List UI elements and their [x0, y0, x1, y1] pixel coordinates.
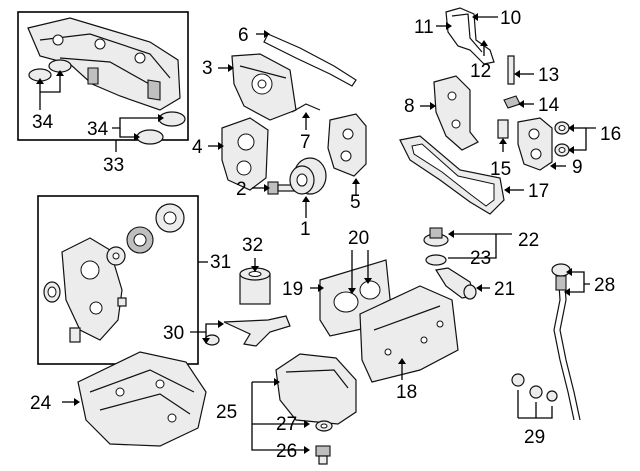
front-timing-cover — [231, 53, 297, 121]
cover-bracket — [445, 7, 495, 65]
intake-gasket-lower-a — [158, 111, 186, 127]
callout-7: 7 — [300, 132, 311, 153]
callout-6: 6 — [238, 25, 249, 46]
cap-gasket — [425, 254, 447, 266]
timing-cover-gasket — [263, 33, 357, 87]
upper-oil-pan — [77, 351, 207, 447]
pump-gear-small — [106, 246, 126, 266]
sensor — [497, 119, 509, 139]
drain-plug — [315, 445, 331, 465]
callout-23: 23 — [470, 248, 491, 269]
callout-20: 20 — [348, 228, 369, 249]
callout-26: 26 — [276, 441, 297, 462]
callout-9: 9 — [572, 157, 583, 178]
pump-rotor — [126, 226, 154, 254]
callout-2: 2 — [236, 179, 247, 200]
callout-33: 33 — [103, 155, 124, 176]
callout-34: 34 — [87, 119, 109, 140]
callout-11: 11 — [414, 17, 434, 38]
callout-31: 31 — [210, 252, 231, 273]
callout-4: 4 — [192, 137, 203, 158]
clip — [503, 95, 521, 109]
rear-cover-plate — [433, 75, 479, 151]
callout-15: 15 — [490, 159, 511, 180]
callout-27: 27 — [276, 414, 297, 435]
left-timing-cover — [221, 117, 269, 191]
callout-18: 18 — [396, 382, 417, 403]
dipstick — [551, 263, 581, 421]
oil-filler-cap — [423, 227, 449, 247]
pump-cover — [155, 203, 185, 233]
timing-belt — [399, 135, 505, 215]
callout-22: 22 — [518, 230, 539, 251]
callout-32: 32 — [242, 235, 263, 256]
callout-1: 1 — [300, 219, 311, 240]
lower-oil-pan — [275, 353, 357, 425]
right-timing-cover — [327, 113, 367, 177]
callout-17: 17 — [528, 181, 549, 202]
callout-19: 19 — [282, 279, 303, 300]
callout-13: 13 — [538, 65, 559, 86]
side-cover — [517, 117, 553, 171]
callout-14: 14 — [538, 95, 560, 116]
callout-34: 34 — [32, 112, 54, 133]
intake-manifold — [27, 17, 181, 111]
oil-pump-housing — [61, 237, 123, 341]
intake-gasket-lower-b — [136, 129, 164, 145]
callout-24: 24 — [30, 393, 52, 414]
callout-10: 10 — [500, 8, 521, 29]
intake-group-box — [17, 11, 189, 141]
callout-16: 16 — [600, 124, 621, 145]
dipstick-oring-c — [546, 390, 558, 402]
guide-rod — [507, 55, 515, 85]
callout-12: 12 — [470, 61, 491, 82]
oil-filter — [239, 267, 271, 305]
callout-21: 21 — [494, 279, 515, 300]
pump-bolt — [117, 297, 127, 307]
crank-pulley — [289, 157, 327, 195]
small-pipe — [291, 103, 321, 113]
pump-plug — [69, 327, 81, 343]
callout-30: 30 — [163, 323, 184, 344]
callout-28: 28 — [594, 275, 615, 296]
oil-baffle — [359, 285, 459, 383]
callout-8: 8 — [404, 96, 415, 117]
callout-29: 29 — [524, 427, 545, 448]
callout-3: 3 — [202, 58, 213, 79]
oil-pickup-pipe — [223, 315, 291, 347]
oil-filler-pipe — [435, 267, 477, 300]
dipstick-oring-a — [511, 373, 525, 387]
callout-5: 5 — [350, 192, 361, 213]
dipstick-oring-b — [529, 385, 543, 399]
callout-25: 25 — [216, 402, 237, 423]
